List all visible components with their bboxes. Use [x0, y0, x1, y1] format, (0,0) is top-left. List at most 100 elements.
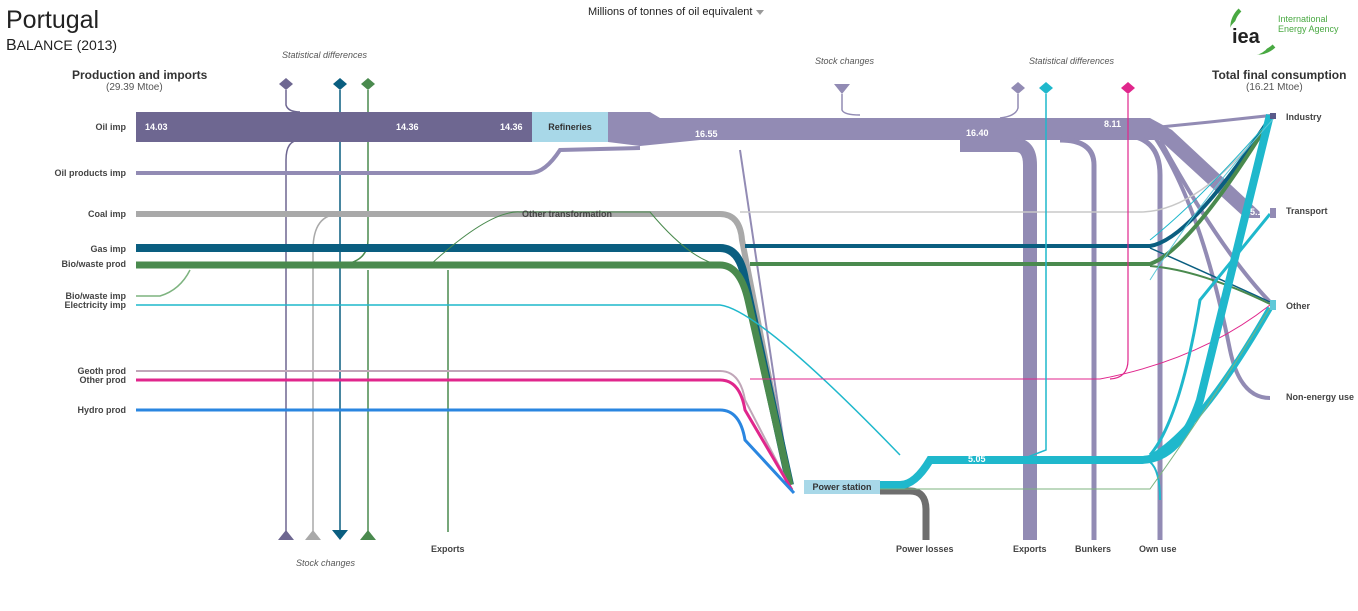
- annotation-stat-diff-left: Statistical differences: [282, 50, 368, 60]
- annotation-stat-diff-right: Statistical differences: [1029, 56, 1115, 66]
- node-other-transformation-label[interactable]: Other transformation: [522, 209, 613, 219]
- unit-label: Millions of tonnes of oil equivalent: [588, 6, 753, 18]
- triangle-marker: [278, 530, 294, 540]
- flow-elec-ownuse: [1149, 461, 1161, 501]
- triangle-marker: [305, 530, 321, 540]
- flow-power-green: [880, 307, 1271, 490]
- flow-gas-imp: [136, 244, 794, 486]
- value-refinery-out: 16.55: [695, 129, 718, 139]
- flow-stock-top: [841, 94, 861, 116]
- flow-elec-transport: [1148, 213, 1272, 456]
- sink-transport-bar: [1270, 208, 1276, 218]
- annotation-stock-changes-bottom: Stock changes: [296, 558, 356, 568]
- sink-industry[interactable]: Industry: [1286, 112, 1322, 122]
- triangle-marker: [332, 530, 348, 540]
- flow-stat-diff-oil: [285, 90, 301, 113]
- source-bio-waste-imp[interactable]: Bio/waste imp: [65, 291, 126, 301]
- flow-oil-imp: [136, 112, 532, 142]
- flow-other-transformation: [429, 211, 721, 266]
- flow-oil-bunkers: [1059, 137, 1097, 540]
- left-column-total: (29.39 Mtoe): [106, 82, 163, 93]
- right-column-title: Total final consumption: [1212, 68, 1347, 82]
- output-exports-left[interactable]: Exports: [431, 544, 465, 554]
- flow-elec-industry-thin: [1149, 119, 1271, 241]
- flow-oil-other: [1158, 139, 1272, 304]
- annotation-stock-changes-top: Stock changes: [815, 56, 875, 66]
- sink-non-energy-use[interactable]: Non-energy use: [1286, 392, 1355, 402]
- flow-stock-oil: [285, 139, 301, 532]
- value-electricity-out: 5.05: [968, 454, 986, 464]
- flow-gas-other: [1149, 247, 1271, 303]
- sink-other[interactable]: Other: [1286, 301, 1311, 311]
- source-geoth-prod[interactable]: Geoth prod: [77, 366, 127, 376]
- source-other-prod[interactable]: Other prod: [79, 375, 127, 385]
- value-oil-transport: 8.11: [1104, 119, 1122, 129]
- sink-other-bar: [1270, 300, 1276, 310]
- chevron-down-icon: [756, 9, 765, 15]
- diamond-marker: [361, 78, 375, 90]
- flow-other-thin: [1149, 116, 1276, 281]
- flow-power-losses: [880, 487, 930, 540]
- flow-geoth-prod: [136, 370, 791, 488]
- flow-electricity-imp: [136, 304, 901, 456]
- flow-bio-other: [1149, 265, 1271, 305]
- source-bio-waste-prod[interactable]: Bio/waste prod: [61, 259, 126, 269]
- flow-gas-industry: [745, 116, 1272, 248]
- flow-oil-ownuse: [1119, 132, 1163, 540]
- flow-coal-imp: [136, 211, 793, 486]
- diamond-marker: [1039, 82, 1053, 94]
- flow-oil-products-imp: [136, 146, 641, 175]
- flow-other-industry: [750, 304, 1271, 380]
- flow-elec-exports: [1019, 94, 1047, 461]
- balance-year: ALANCE (2013): [16, 37, 118, 53]
- flow-bio-imp: [136, 269, 191, 297]
- right-column-total: (16.21 Mtoe): [1246, 82, 1303, 93]
- source-hydro-prod[interactable]: Hydro prod: [77, 405, 127, 415]
- source-coal-imp[interactable]: Coal imp: [87, 209, 126, 219]
- flow-oil-industry: [1149, 113, 1276, 130]
- iea-logo-mark: iea: [1232, 26, 1260, 48]
- flow-stat-right-oil: [999, 94, 1019, 119]
- flow-bio-industry: [750, 118, 1272, 266]
- flow-elec-other: [1148, 306, 1273, 461]
- flow-stat-right-other: [1109, 94, 1129, 380]
- source-electricity-imp[interactable]: Electricity imp: [64, 300, 126, 310]
- node-power-station: [804, 480, 880, 494]
- iea-logo-icon: [1228, 8, 1276, 56]
- source-oil-imp[interactable]: Oil imp: [95, 122, 126, 132]
- value-oil-imp: 14.03: [145, 122, 168, 132]
- diamond-marker: [1011, 82, 1025, 94]
- triangle-marker: [834, 84, 850, 94]
- flow-hydro-prod: [136, 408, 796, 495]
- output-exports-right[interactable]: Exports: [1013, 544, 1047, 554]
- flow-oil-exports: [960, 138, 1037, 540]
- flow-other-prod: [136, 378, 794, 491]
- unit-selector[interactable]: Millions of tonnes of oil equivalent: [588, 6, 765, 18]
- diamond-marker: [279, 78, 293, 90]
- diamond-marker: [1121, 82, 1135, 94]
- balance-subtitle: BALANCE (2013): [6, 37, 117, 55]
- node-refineries: [532, 112, 608, 142]
- source-oil-products-imp[interactable]: Oil products imp: [54, 168, 126, 178]
- sink-industry-bar: [1270, 113, 1276, 119]
- country-title: Portugal: [6, 6, 100, 34]
- output-bunkers[interactable]: Bunkers: [1075, 544, 1112, 554]
- value-refinery-in-a: 14.36: [396, 122, 419, 132]
- node-power-station-label[interactable]: Power station: [812, 482, 872, 492]
- left-column-title: Production and imports: [72, 68, 208, 82]
- node-refineries-label[interactable]: Refineries: [548, 122, 592, 132]
- output-own-use[interactable]: Own use: [1139, 544, 1177, 554]
- value-transport-in: 5.10: [1250, 207, 1268, 217]
- flow-bio-prod: [136, 261, 794, 486]
- triangle-marker: [360, 530, 376, 540]
- diamond-marker: [333, 78, 347, 90]
- value-refinery-in-b: 14.36: [500, 122, 523, 132]
- source-gas-imp[interactable]: Gas imp: [90, 244, 126, 254]
- output-power-losses[interactable]: Power losses: [896, 544, 954, 554]
- balance-initial: B: [6, 37, 17, 54]
- flow-refinery-out-band: [608, 112, 1260, 218]
- sink-transport[interactable]: Transport: [1286, 206, 1328, 216]
- value-oil-exports: 16.40: [966, 128, 989, 138]
